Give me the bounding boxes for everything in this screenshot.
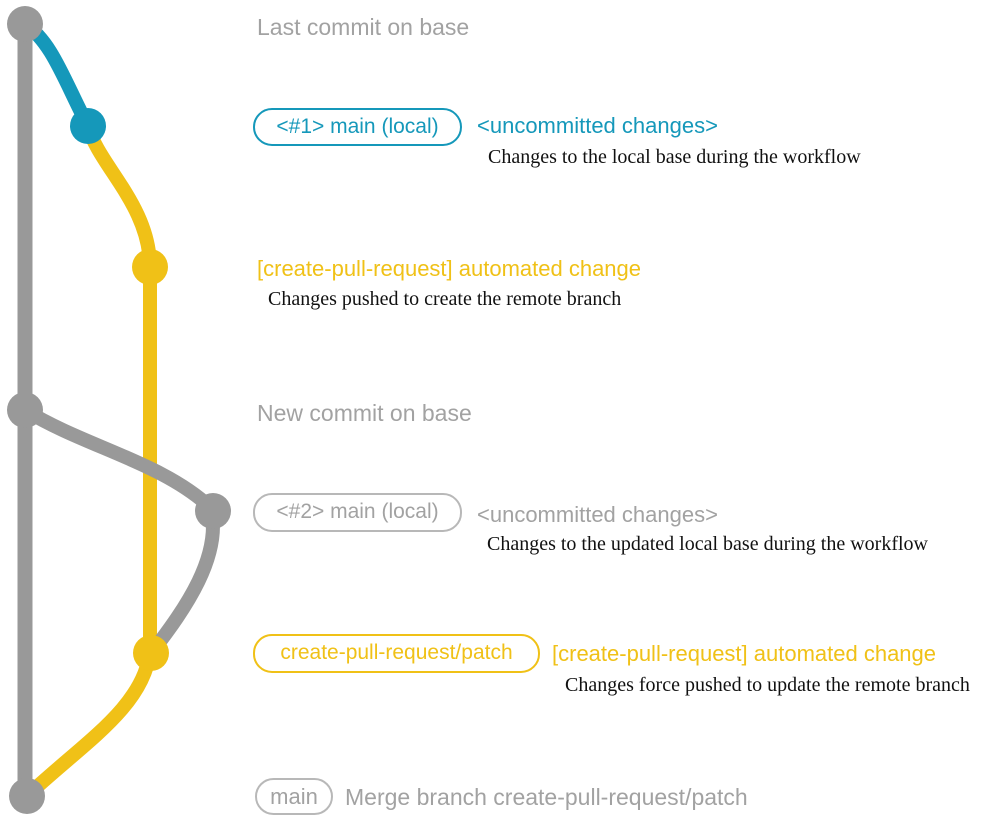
patch-branch-line [81, 119, 157, 659]
badge-main: main [255, 778, 333, 815]
automated-change-2-heading: [create-pull-request] automated change [552, 641, 937, 666]
badge-patch-branch-label: create-pull-request/patch [280, 641, 513, 665]
badge-main-local-2: <#2> main (local) [253, 493, 462, 532]
badge-main-local-2-label: <#2> main (local) [276, 500, 439, 524]
commit-node-last-base [7, 6, 43, 42]
new-commit-label: New commit on base [257, 400, 472, 426]
merge-commit-heading: Merge branch create-pull-request/patch [345, 784, 748, 810]
badge-main-local-1-label: <#1> main (local) [276, 114, 439, 138]
last-commit-label: Last commit on base [257, 14, 470, 40]
commit-node-merge [9, 778, 45, 814]
uncommitted-changes-2-desc: Changes to the updated local base during… [487, 533, 928, 555]
commit-node-automated-change-1 [132, 249, 168, 285]
badge-patch-branch: create-pull-request/patch [253, 634, 540, 673]
automated-change-1-heading: [create-pull-request] automated change [257, 256, 642, 281]
commit-node-main-local-1 [70, 108, 106, 144]
uncommitted-changes-2: <uncommitted changes> [477, 502, 718, 527]
commit-node-automated-change-2 [133, 635, 169, 671]
uncommitted-changes-1-desc: Changes to the local base during the wor… [488, 146, 861, 168]
patch-merge-line [20, 645, 157, 803]
commit-node-new-base [7, 392, 43, 428]
automated-change-1-desc: Changes pushed to create the remote bran… [268, 288, 622, 310]
commit-node-main-local-2 [195, 493, 231, 529]
uncommitted-changes-1: <uncommitted changes> [477, 113, 718, 138]
local-main-branch-line-2 [18, 403, 220, 659]
automated-change-2-desc: Changes force pushed to update the remot… [565, 674, 970, 696]
badge-main-label: main [270, 783, 318, 809]
badge-main-local-1: <#1> main (local) [253, 108, 462, 146]
